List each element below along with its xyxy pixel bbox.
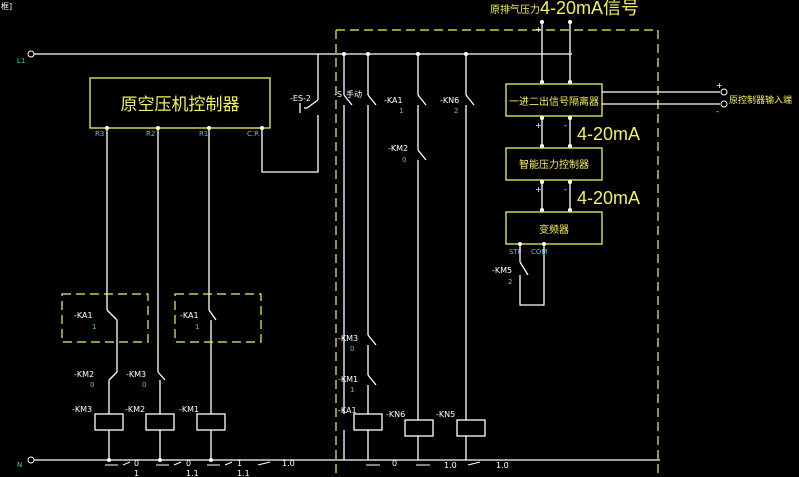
km3-panel-label: -KM3	[338, 334, 358, 343]
km2-coil-label: -KM2	[125, 405, 145, 414]
ka1-coil-label: -KA1	[338, 406, 357, 415]
svg-text:+: +	[535, 121, 542, 130]
isolator-output: + - 原控制器输入端	[602, 81, 792, 116]
km5-contact: -KM5 2	[492, 244, 545, 306]
n-label: N	[17, 461, 22, 469]
terminal-r3: R3	[95, 130, 104, 138]
svg-text:1: 1	[195, 323, 199, 331]
svg-text:1.1: 1.1	[186, 469, 199, 477]
svg-text:0: 0	[402, 156, 406, 164]
svg-text:0: 0	[350, 345, 354, 353]
svg-text:1: 1	[92, 323, 96, 331]
isolator-label: 一进二出信号隔离器	[509, 95, 599, 108]
terminal-r1: R1	[199, 130, 208, 138]
svg-text:+: +	[535, 185, 542, 194]
km5-label: -KM5	[492, 266, 512, 275]
loop1-signal: 4-20mA	[577, 124, 640, 144]
left-coils: -KM3 -KM2 -KM1	[72, 405, 226, 431]
ka1-contact-box-right: -KA1 1	[174, 293, 262, 343]
svg-text:1: 1	[237, 459, 242, 468]
svg-text:1: 1	[399, 107, 403, 115]
svg-text:1: 1	[350, 386, 354, 394]
kn5-coil-label: -KN5	[436, 410, 455, 419]
ka1-contact-box-left: -KA1 1	[61, 293, 149, 343]
es2-label: -ES-2	[290, 94, 311, 103]
kn6-label-a: -KN6	[440, 96, 459, 105]
svg-text:1.0: 1.0	[282, 459, 295, 468]
n-rail: N	[17, 456, 660, 469]
svg-text:+: +	[535, 25, 542, 34]
corner-label: 框]	[1, 1, 12, 11]
output-label: 原控制器输入端	[729, 94, 792, 106]
column-r3	[106, 130, 118, 462]
svg-text:1: 1	[134, 469, 139, 477]
vfd-stf-terminal: STF	[509, 248, 522, 256]
svg-text:0: 0	[142, 381, 146, 389]
km2-panel-label: -KM2	[388, 144, 408, 153]
signal-isolator: 一进二出信号隔离器	[505, 83, 603, 117]
svg-text:1.1: 1.1	[237, 469, 250, 477]
pressure-controller: 智能压力控制器	[505, 147, 603, 181]
vfd-label: 变频器	[539, 223, 569, 236]
crossref-strip: 0 0 1 1.0 0 1.0 1.0 1 1.1 1.1	[105, 459, 509, 477]
original-controller: 原空压机控制器 R3 R2 R1 C.R	[89, 77, 271, 138]
ka1-label-b: -KA1	[74, 311, 93, 320]
ka1-label-a: -KA1	[384, 96, 403, 105]
column-ka1: -KA1 1 -KM3 0 -KM1 1	[338, 52, 403, 460]
panel-coils: -KA1 -KN6 -KN5	[338, 406, 486, 437]
l1-rail: L1	[17, 50, 572, 65]
svg-text:手动: 手动	[346, 89, 362, 99]
km3-interlock-label: -KM3	[126, 370, 146, 379]
km3-coil-label: -KM3	[72, 405, 92, 414]
svg-text:1.0: 1.0	[496, 461, 509, 470]
svg-text:-: -	[564, 185, 567, 194]
column-r1	[208, 130, 217, 462]
terminal-cr: C.R	[247, 130, 259, 138]
svg-text:2: 2	[508, 278, 512, 286]
svg-text:0: 0	[186, 459, 191, 468]
top-signal: 4-20mA信号	[540, 0, 639, 18]
s-switch-label: -S	[334, 90, 342, 99]
vfd-com-terminal: COM	[531, 248, 547, 256]
km1-coil-label: -KM1	[179, 405, 199, 414]
km2-interlock-label: -KM2	[74, 370, 94, 379]
loop2-signal: 4-20mA	[577, 188, 640, 208]
top-note: 原排气压力	[490, 3, 540, 16]
loop2-wires: + - 4-20mA	[535, 180, 640, 212]
pressure-ctrl-label: 智能压力控制器	[519, 158, 589, 171]
column-s: -S 手动	[334, 52, 362, 460]
svg-text:0: 0	[392, 459, 397, 468]
loop1-wires: + - 4-20mA	[535, 116, 640, 148]
l1-label: L1	[17, 57, 25, 65]
km1-panel-label: -KM1	[338, 375, 358, 384]
signal-input-wires: + -	[535, 20, 572, 84]
column-km2: -KM2 0	[388, 52, 427, 460]
svg-text:0: 0	[90, 381, 94, 389]
svg-text:+: +	[716, 81, 723, 90]
column-r2	[157, 130, 166, 462]
svg-text:-: -	[564, 121, 567, 130]
cr-wiring: -ES-2	[261, 54, 319, 173]
terminal-r2: R2	[146, 130, 155, 138]
svg-text:-: -	[716, 107, 719, 116]
svg-text:1.0: 1.0	[444, 461, 457, 470]
kn6-coil-label: -KN6	[386, 410, 405, 419]
svg-text:-: -	[564, 25, 567, 34]
ka1-label-c: -KA1	[180, 311, 199, 320]
column-kn6: -KN6 2	[440, 52, 475, 460]
svg-text:0: 0	[134, 459, 139, 468]
svg-text:2: 2	[454, 107, 458, 115]
controller-title: 原空压机控制器	[121, 95, 240, 115]
